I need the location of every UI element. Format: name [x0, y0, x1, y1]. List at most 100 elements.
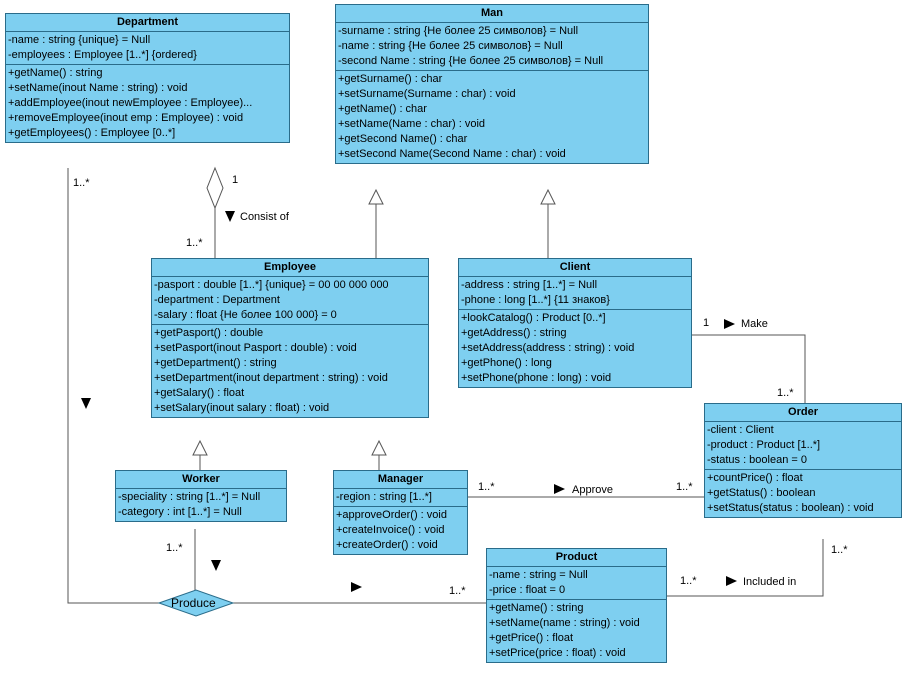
approve-label: Approve: [572, 484, 613, 496]
attribute: -region : string [1..*]: [336, 491, 432, 503]
operation: +setPrice(price : float) : void: [489, 647, 626, 659]
class-man[interactable]: Man-surname : string {Не более 25 символ…: [335, 4, 649, 164]
attribute: -name : string {Не более 25 символов} = …: [338, 40, 563, 52]
attribute: -status : boolean = 0: [707, 454, 807, 466]
operations-compartment: +getPasport() : double +setPasport(inout …: [152, 325, 428, 417]
generalization-arrow-worker: [192, 439, 208, 456]
operation: +getName() : string: [489, 602, 584, 614]
approve-arrow: [554, 484, 565, 494]
operation: +countPrice() : float: [707, 472, 803, 484]
class-employee[interactable]: Employee -pasport : double [1..*] {unique…: [151, 258, 429, 418]
operation: +createInvoice() : void: [336, 524, 445, 536]
class-name: Employee: [152, 259, 428, 277]
association-included: [667, 539, 824, 597]
consist-of-label: Consist of: [240, 211, 289, 223]
attribute: -client : Client: [707, 424, 774, 436]
mult-product-included: 1..*: [680, 575, 697, 587]
operation: +getPasport() : double: [154, 327, 264, 339]
operation: +getName() : string: [8, 67, 103, 79]
operations-compartment: +approveOrder() : void +createInvoice() :…: [334, 507, 467, 554]
produce-label: Produce: [171, 596, 216, 610]
operation: +getSecond Name() : char: [338, 133, 468, 145]
generalization-arrow-client: [540, 188, 556, 205]
class-department[interactable]: Department-name : string {unique} = Null…: [5, 13, 290, 143]
attributes-compartment: -surname : string {Не более 25 символов}…: [336, 23, 648, 71]
make-arrow: [724, 319, 735, 329]
attributes-compartment: -name : string {unique} = Null -employees…: [6, 32, 289, 65]
class-name: Manager: [334, 471, 467, 489]
operation: +setPasport(inout Pasport : double) : vo…: [154, 342, 357, 354]
class-name: Worker: [116, 471, 286, 489]
attribute: -product : Product [1..*]: [707, 439, 821, 451]
class-worker[interactable]: Worker -speciality : string [1..*] = Null…: [115, 470, 287, 522]
operation: +setSurname(Surname : char) : void: [338, 88, 516, 100]
operations-compartment: +countPrice() : float +getStatus() : bool…: [705, 470, 901, 517]
mult-worker-produce: 1..*: [166, 542, 183, 554]
mult-employee-aggregation: 1..*: [186, 237, 203, 249]
operation: +setStatus(status : boolean) : void: [707, 502, 874, 514]
operations-compartment: +getName() : string +setName(name : strin…: [487, 600, 666, 662]
attribute: -name : string {unique} = Null: [8, 34, 151, 46]
class-name: Product: [487, 549, 666, 567]
attribute: -category : int [1..*] = Null: [118, 506, 242, 518]
consist-of-arrow: [225, 211, 235, 222]
attributes-compartment: -pasport : double [1..*] {unique} = 00 0…: [152, 277, 428, 325]
produce-arrow-dept: [81, 398, 91, 409]
operation: +getSurname() : char: [338, 73, 443, 85]
operation: +setDepartment(inout department : string…: [154, 372, 388, 384]
association-make: [692, 334, 806, 403]
attribute: -address : string [1..*] = Null: [461, 279, 598, 291]
attribute: -employees : Employee [1..*] {ordered}: [8, 49, 197, 61]
class-product[interactable]: Product -name : string = Null -price : flo…: [486, 548, 667, 663]
operation: +removeEmployee(inout emp : Employee) : …: [8, 112, 244, 124]
mult-client-make: 1: [703, 317, 710, 329]
produce-dept-line: [67, 168, 159, 604]
attributes-compartment: -client : Client -product : Product [1..*…: [705, 422, 901, 470]
operation: +getEmployees() : Employee [0..*]: [8, 127, 176, 139]
mult-order-included: 1..*: [831, 544, 848, 556]
operations-compartment: +getName() : string +setName(inout Name :…: [6, 65, 289, 142]
operation: +setName(name : string) : void: [489, 617, 640, 629]
operation: +getPrice() : float: [489, 632, 574, 644]
operation: +getAddress() : string: [461, 327, 567, 339]
included-in-label: Included in: [743, 576, 797, 588]
operation: +setName(Name : char) : void: [338, 118, 486, 130]
class-name: Department: [6, 14, 289, 32]
included-arrow: [726, 576, 737, 586]
attributes-compartment: -address : string [1..*] = Null -phone : …: [459, 277, 691, 310]
attribute: -price : float = 0: [489, 584, 566, 596]
operation: +setName(inout Name : string) : void: [8, 82, 188, 94]
operation: +lookCatalog() : Product [0..*]: [461, 312, 606, 324]
attribute: -speciality : string [1..*] = Null: [118, 491, 261, 503]
class-name: Client: [459, 259, 691, 277]
produce-arrow-product: [351, 582, 362, 592]
class-manager[interactable]: Manager -region : string [1..*] +approveOr…: [333, 470, 468, 555]
operation: +setSecond Name(Second Name : char) : vo…: [338, 148, 566, 160]
operation: +getName() : char: [338, 103, 427, 115]
operation: +getDepartment() : string: [154, 357, 277, 369]
operations-compartment: +getSurname() : char +setSurname(Surname …: [336, 71, 648, 163]
produce-diamond: [157, 589, 235, 617]
attribute: -pasport : double [1..*] {unique} = 00 0…: [154, 279, 389, 291]
attribute: -department : Department: [154, 294, 280, 306]
operation: +approveOrder() : void: [336, 509, 447, 521]
class-order[interactable]: Order-client : Client-product : Product …: [704, 403, 902, 518]
mult-order-make: 1..*: [777, 387, 794, 399]
attribute: -phone : long [1..*] {11 знаков}: [461, 294, 610, 306]
aggregation-diamond: [206, 166, 224, 210]
operations-compartment: +lookCatalog() : Product [0..*] +getAddre…: [459, 310, 691, 387]
attribute: -name : string = Null: [489, 569, 588, 581]
attribute: -salary : float {Не более 100 000} = 0: [154, 309, 337, 321]
attributes-compartment: -region : string [1..*]: [334, 489, 467, 507]
make-label: Make: [741, 318, 768, 330]
operation: +addEmployee(inout newEmployee : Employe…: [8, 97, 253, 109]
operation: +getPhone() : long: [461, 357, 552, 369]
operation: +setPhone(phone : long) : void: [461, 372, 612, 384]
mult-dept-produce: 1..*: [73, 177, 90, 189]
class-client[interactable]: Client -address : string [1..*] = Null -ph…: [458, 258, 692, 388]
mult-product-produce: 1..*: [449, 585, 466, 597]
operation: +getStatus() : boolean: [707, 487, 816, 499]
mult-order-approve: 1..*: [676, 481, 693, 493]
class-name: Man: [336, 5, 648, 23]
